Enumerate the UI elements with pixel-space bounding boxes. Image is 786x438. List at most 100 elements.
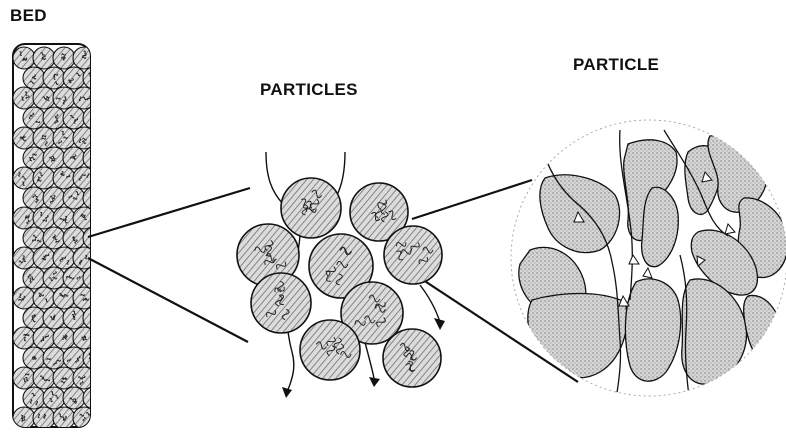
bed-grain [13, 327, 35, 349]
bed-grain-outline [63, 67, 85, 89]
grain-texture [93, 239, 97, 243]
bed-grain-outline [53, 327, 75, 349]
bed-grain-outline [33, 127, 55, 149]
bed-grain [33, 167, 55, 189]
bed-grain-outline [23, 227, 45, 249]
bed-grain-outline [53, 207, 75, 229]
grain-texture [95, 312, 99, 315]
bed-grain-outline [43, 107, 65, 129]
bed-grain [23, 187, 45, 209]
flow-streamline [420, 285, 440, 322]
bed-grain [13, 207, 35, 229]
grain-texture [96, 74, 100, 78]
flow-arrow-head [282, 387, 292, 398]
grain-texture [97, 278, 100, 282]
bed-grain [23, 107, 45, 129]
bed-grain [83, 67, 105, 89]
bed-grain [83, 227, 105, 249]
bed-grain [23, 347, 45, 369]
bed-grain-outline [63, 387, 85, 409]
bed-grain [83, 347, 105, 369]
pore-flow-arrow [725, 224, 735, 234]
grain-texture [93, 117, 97, 121]
bed-grain [73, 367, 95, 389]
bed-grain [83, 307, 105, 329]
bed-grain [73, 167, 95, 189]
micro-grain [744, 295, 782, 358]
bed-grain [33, 207, 55, 229]
grain-texture [93, 315, 97, 319]
bed-grain [43, 387, 65, 409]
bed-grain [83, 267, 105, 289]
bed-grain [33, 247, 55, 269]
bed-grain-outline [23, 307, 45, 329]
bed-grain-outline [83, 187, 105, 209]
bed-grain [53, 47, 75, 69]
grain-texture [92, 119, 96, 123]
particles-cluster [237, 152, 445, 398]
bed-grain [13, 127, 35, 149]
bed-grain-outline [23, 187, 45, 209]
bed-grain [43, 187, 65, 209]
bed-grain-outline [83, 387, 105, 409]
micro-grain [642, 187, 679, 266]
bed-grain-outline [33, 47, 55, 69]
bed-grain [73, 247, 95, 269]
particle-outline [384, 226, 442, 284]
bed-grain-outline [83, 307, 105, 329]
bed-grain [63, 107, 85, 129]
flow-arrow-head [434, 318, 445, 330]
grain-texture [92, 192, 96, 196]
bed-grain [73, 287, 95, 309]
bed-grain [53, 407, 75, 429]
zoom-line-bed-bottom [88, 258, 248, 342]
bed-grain-outline [83, 267, 105, 289]
bed-grain-outline [13, 207, 35, 229]
bed-grain-outline [83, 347, 105, 369]
bed-grain [43, 227, 65, 249]
bed-grain [43, 147, 65, 169]
bed-grain [53, 87, 75, 109]
bed-grain [83, 187, 105, 209]
bed-grain [13, 407, 35, 429]
bed-grain [33, 47, 55, 69]
bed-grain-outline [33, 167, 55, 189]
bed-grain [53, 207, 75, 229]
bed-grain [73, 87, 95, 109]
zoom-line-bed-top [88, 188, 250, 237]
bed-grain [43, 107, 65, 129]
pore-flow-arrow [619, 296, 629, 306]
bed-grain-outline [13, 327, 35, 349]
bed-grain [23, 227, 45, 249]
bed-grain-outline [73, 207, 95, 229]
bed-grain [63, 307, 85, 329]
bed-grain [53, 127, 75, 149]
bed-grain [73, 127, 95, 149]
bed-grain [43, 307, 65, 329]
bed-grain [83, 107, 105, 129]
micro-grain [625, 279, 680, 381]
bed-grain [23, 387, 45, 409]
flow-arrow-head [369, 377, 380, 387]
bed-grain-outline [23, 387, 45, 409]
bed-grain-outline [73, 167, 95, 189]
grain-texture [91, 118, 95, 122]
particle [383, 329, 441, 387]
bed-grain-outline [53, 167, 75, 189]
grain-texture [92, 393, 96, 397]
bed-grain [63, 67, 85, 89]
grain-texture [91, 157, 95, 161]
pore-flow-arrow [643, 268, 652, 278]
zoom-line-particle-top [412, 180, 532, 219]
bed-grain-outline [83, 227, 105, 249]
bed-grain-outline [23, 107, 45, 129]
bed-grain [53, 167, 75, 189]
bed-grain [63, 187, 85, 209]
bed-grain-outline [73, 287, 95, 309]
bed-grain [13, 87, 35, 109]
bed-grain [63, 387, 85, 409]
particle [281, 178, 341, 238]
grain-texture [94, 359, 97, 363]
grain-texture [92, 196, 96, 200]
